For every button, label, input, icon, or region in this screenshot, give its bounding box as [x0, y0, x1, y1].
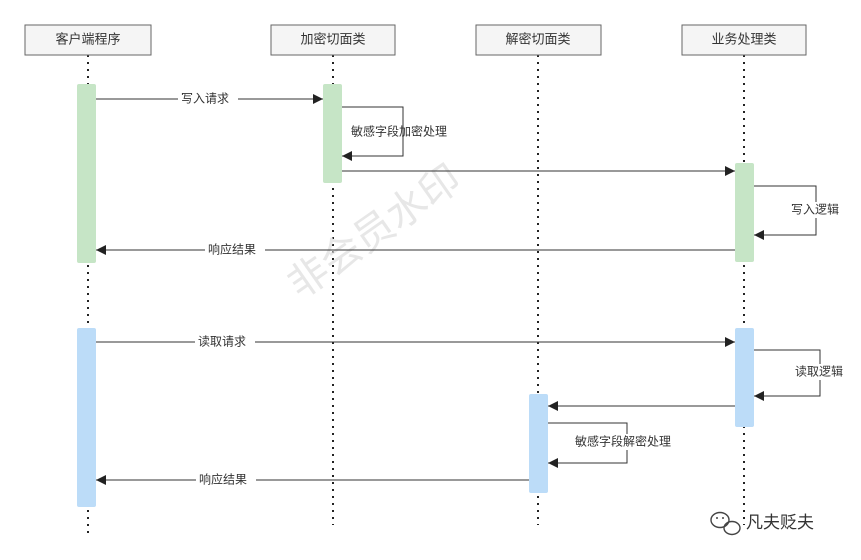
participant-decrypt: 解密切面类 — [475, 24, 602, 56]
message-label: 写入请求 — [181, 92, 229, 106]
activation-business-write — [735, 163, 754, 262]
message-label: 响应结果 — [199, 472, 247, 487]
participant-label: 业务处理类 — [711, 32, 776, 48]
participant-label: 客户端程序 — [55, 32, 120, 48]
watermark-text: 非会员水印 — [279, 156, 469, 308]
activation-encrypt-write — [323, 84, 342, 183]
activation-client-write — [77, 84, 96, 263]
activation-client-read — [77, 328, 96, 507]
participant-business: 业务处理类 — [681, 24, 807, 56]
self-message-arrow — [342, 106, 404, 161]
participant-label: 加密切面类 — [300, 32, 365, 48]
participant-label: 解密切面类 — [505, 32, 570, 48]
message-label: 读取逻辑 — [795, 365, 843, 379]
message-label: 响应结果 — [208, 242, 256, 257]
activation-decrypt-read — [529, 394, 548, 493]
message-label: 写入逻辑 — [791, 203, 839, 217]
wechat-icon — [710, 511, 741, 536]
message-label: 读取请求 — [198, 335, 246, 349]
footer-account-name: 凡夫贬夫 — [746, 513, 814, 533]
activation-business-read — [735, 328, 754, 427]
message-label: 敏感字段解密处理 — [575, 434, 671, 449]
participant-client: 客户端程序 — [24, 24, 152, 56]
footer-badge: 凡夫贬夫 — [710, 511, 814, 536]
message-label: 敏感字段加密处理 — [351, 124, 447, 139]
participant-encrypt: 加密切面类 — [270, 24, 396, 56]
